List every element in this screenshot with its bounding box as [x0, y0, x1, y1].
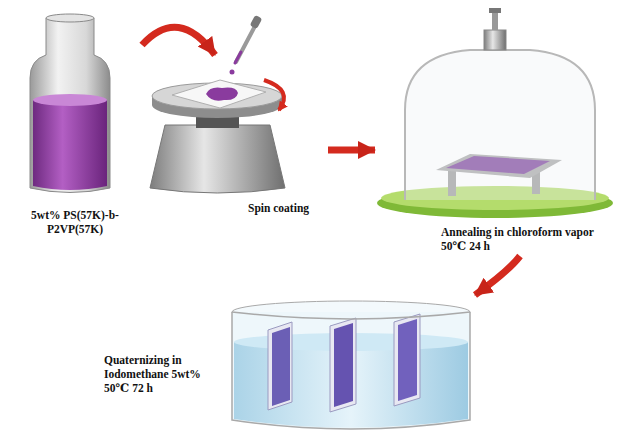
process-arrow	[142, 27, 215, 55]
step-group: Quaternizing in Iodomethane 5wt% 50℃ 72 …	[100, 295, 480, 432]
step-caption: 5wt% PS(57K)-b-P2VP(57K)	[10, 208, 140, 236]
step-group: 5wt% PS(57K)-b-P2VP(57K)	[8, 10, 142, 250]
step-caption: Spin coating	[248, 201, 328, 215]
bell-jar	[377, 8, 613, 218]
step-caption: Annealing in chloroform vapor 50℃ 24 h	[441, 225, 619, 253]
spin-coater	[150, 15, 285, 193]
step-caption: Quaternizing in Iodomethane 5wt% 50℃ 72 …	[104, 353, 218, 395]
vial	[30, 14, 110, 193]
beaker	[232, 301, 470, 429]
process-arrow	[328, 147, 375, 154]
process-arrow	[475, 256, 520, 295]
step-group: Spin coating	[145, 55, 328, 223]
step-group: Annealing in chloroform vapor 50℃ 24 h	[375, 15, 622, 256]
